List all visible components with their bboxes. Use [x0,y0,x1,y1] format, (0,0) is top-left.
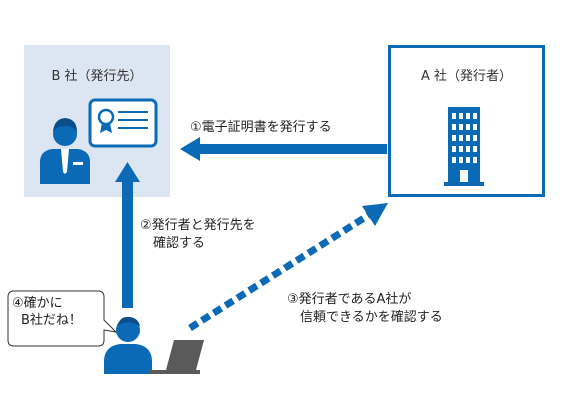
office-building-icon [444,107,484,186]
arrow-issue-certificate [180,137,387,161]
step3-label-line1: ③発行者であるA社が [287,292,412,307]
step4-line1: ④確かに [12,296,63,311]
step4-line2: B社だね！ [21,313,82,328]
step1-label: ①電子証明書を発行する [190,120,332,135]
company-a-title: A 社（発行者） [420,69,513,84]
speech-bubble [7,290,118,347]
laptop-icon [150,340,204,374]
step3-label-line2: 信頼できるかを確認する [300,310,443,325]
arrow-verify-trust [188,203,388,331]
businessman-icon [40,118,90,184]
company-b-title: B 社（発行先） [51,69,143,84]
user-icon [104,316,152,374]
certificate-icon [88,98,158,148]
step2-label-line2: 確認する [153,236,206,251]
step4-bubble-text: ④確かに B社だね！ [12,295,112,329]
step2-label-line1: ②発行者と発行先を [140,218,256,233]
arrow-verify-parties [115,162,140,308]
